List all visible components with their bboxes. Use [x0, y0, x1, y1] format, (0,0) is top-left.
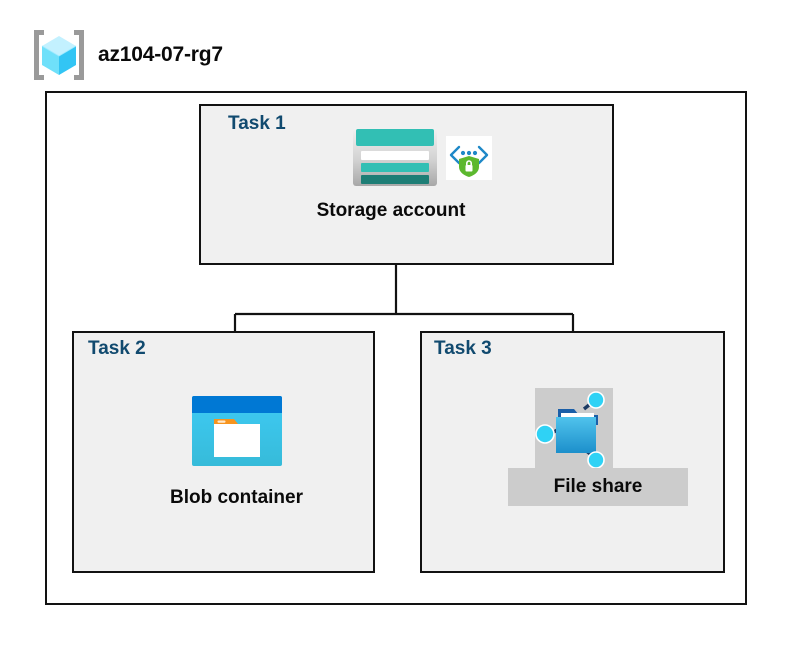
task-2-label: Task 2	[88, 338, 146, 359]
resource-group-name: az104-07-rg7	[98, 43, 223, 66]
file-share-icon	[535, 391, 605, 469]
secure-transfer-shield-icon	[446, 136, 492, 180]
resource-group-header: az104-07-rg7	[30, 27, 223, 83]
file-share-label: File share	[508, 468, 688, 506]
blob-container-label: Blob container	[169, 487, 303, 508]
task-3-label: Task 3	[434, 338, 492, 359]
resource-group-cube-icon	[34, 30, 84, 80]
storage-account-icon	[353, 128, 437, 186]
blob-container-icon	[192, 396, 282, 466]
task-1-label: Task 1	[228, 113, 286, 134]
storage-account-label: Storage account	[316, 200, 466, 221]
